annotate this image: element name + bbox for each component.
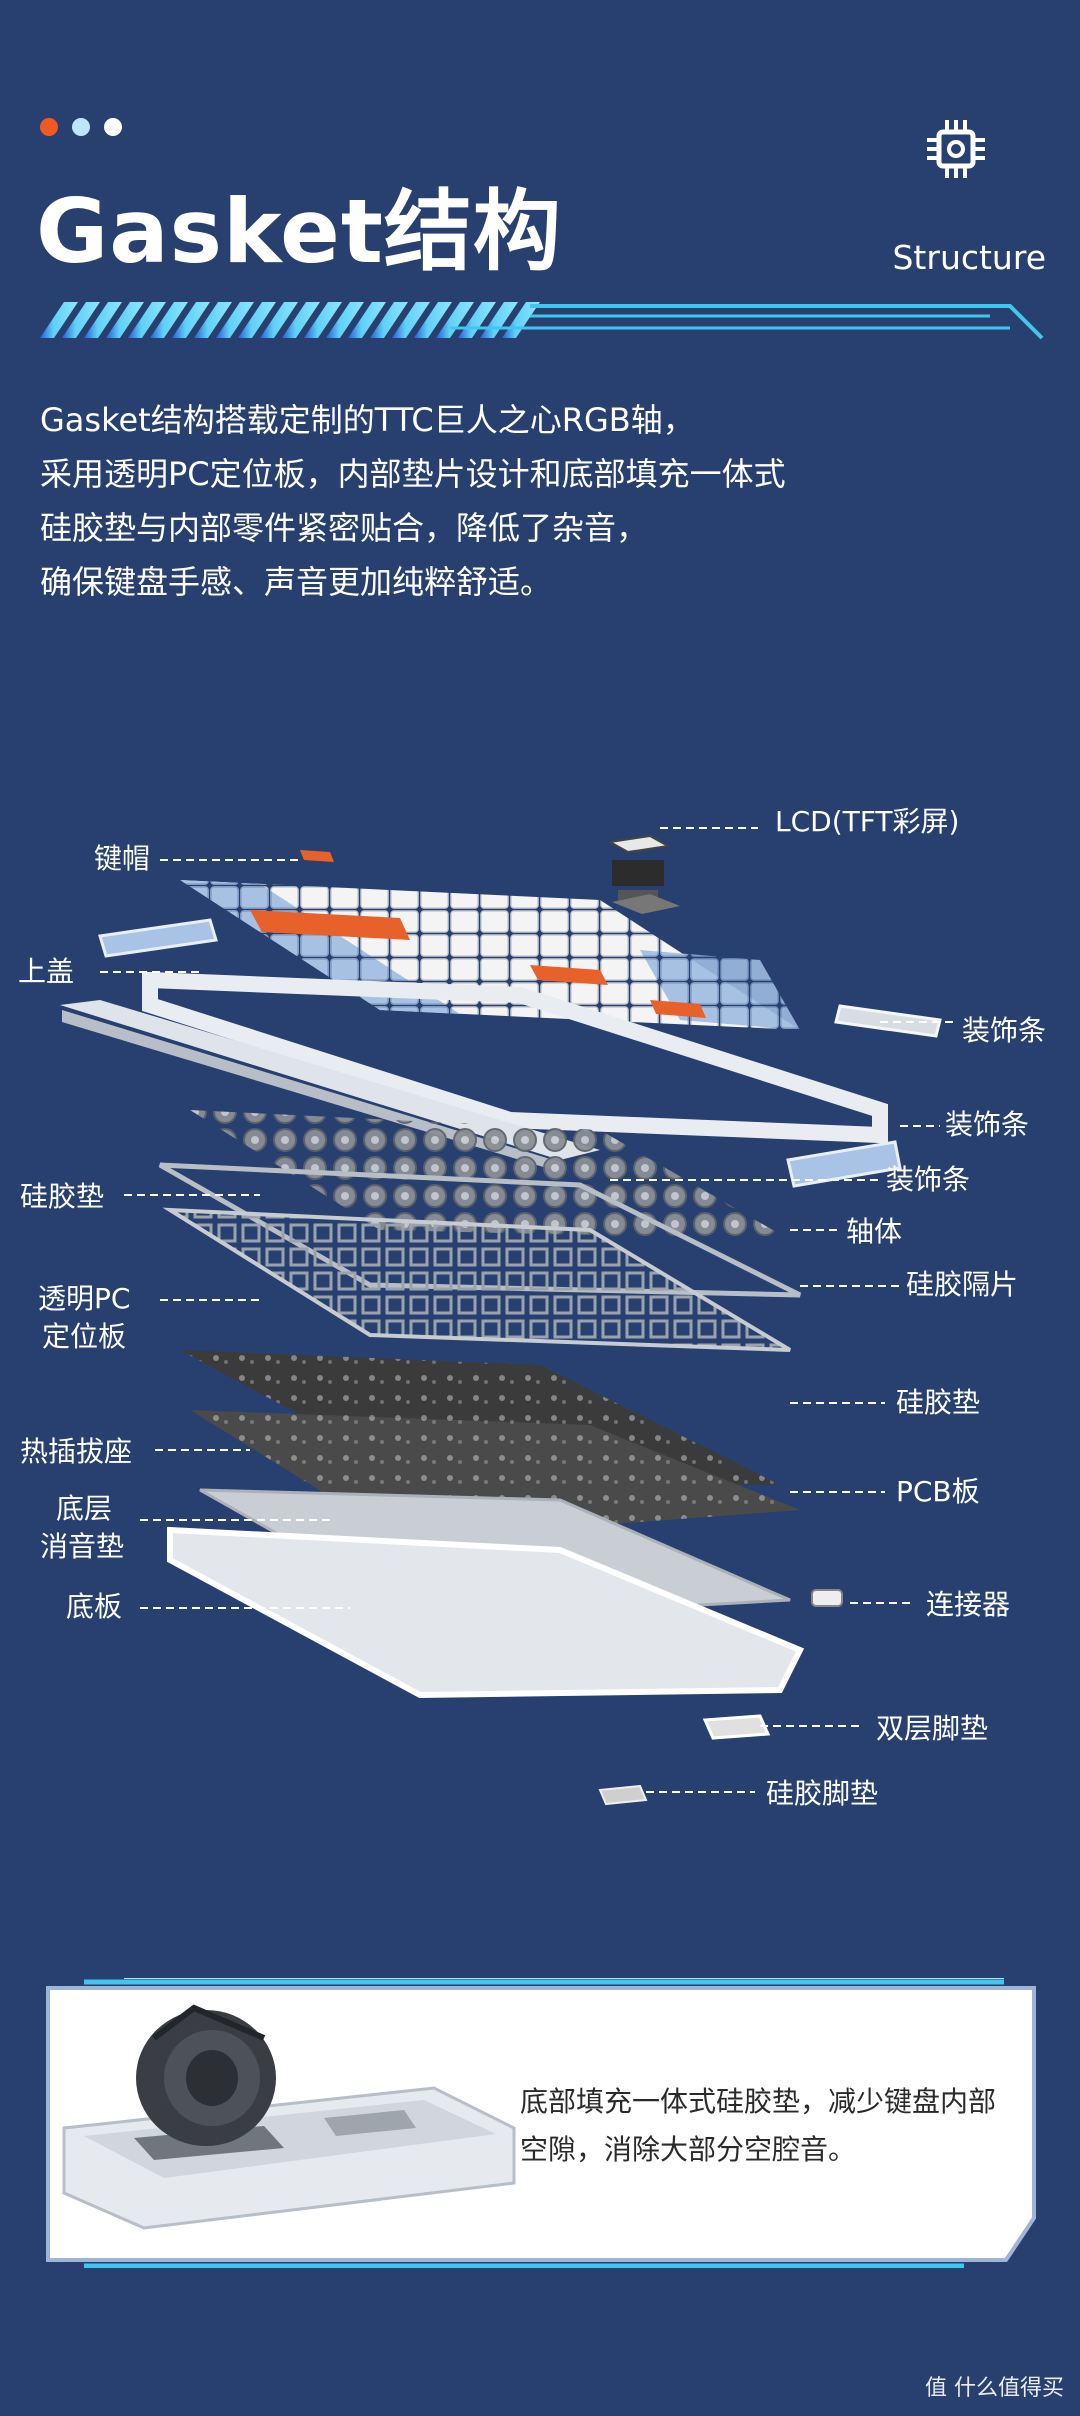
- label-silicone-spacer: 硅胶隔片: [906, 1268, 1019, 1301]
- label-bottom-foam-2: 消音垫: [40, 1530, 125, 1563]
- watermark: 值 什么值得买: [925, 2376, 1064, 2401]
- label-bottom-foam-1: 底层: [56, 1492, 113, 1525]
- label-lcd: LCD(TFT彩屏): [775, 805, 960, 838]
- feature-panel-text: 底部填充一体式硅胶垫，减少键盘内部 空隙，消除大部分空腔音。: [520, 2078, 996, 2174]
- decor-stripe: [326, 302, 364, 338]
- double-feet-part: [702, 1714, 771, 1740]
- decor-stripe: [62, 302, 100, 338]
- decor-stripe: [216, 302, 254, 338]
- label-silicone-pad-2: 硅胶垫: [896, 1386, 981, 1419]
- decor-stripe: [194, 302, 232, 338]
- rolled-foam-icon: [136, 2004, 276, 2146]
- label-keycap: 键帽: [94, 842, 151, 875]
- label-base: 底板: [66, 1590, 123, 1623]
- feature-panel: [46, 1978, 1036, 2268]
- lcd-module: [606, 834, 680, 914]
- label-pc-plate-2: 定位板: [42, 1320, 127, 1353]
- exploded-keyboard-diagram: [60, 827, 955, 1806]
- label-pcb: PCB板: [896, 1475, 980, 1508]
- dot-lightblue: [72, 118, 90, 136]
- keycaps-layer: [180, 850, 800, 1030]
- decor-stripe: [84, 302, 122, 338]
- decor-stripe: [106, 302, 144, 338]
- decor-stripe: [128, 302, 166, 338]
- decor-stripe: [392, 302, 430, 338]
- intro-text: Gasket结构搭载定制的TTC巨人之心RGB轴， 采用透明PC定位板，内部垫片…: [40, 393, 786, 609]
- switch-layer: [190, 1110, 790, 1240]
- decor-stripe: [282, 302, 320, 338]
- decor-stripe: [370, 302, 408, 338]
- decor-stripe: [260, 302, 298, 338]
- decor-stripe: [172, 302, 210, 338]
- page-title: Gasket结构: [36, 180, 562, 283]
- decor-dots: [40, 118, 122, 136]
- decor-stripe: [150, 302, 188, 338]
- label-silicone-pad-1: 硅胶垫: [20, 1180, 105, 1213]
- decor-stripe-bar: [40, 302, 1044, 340]
- base-plate: [167, 1526, 805, 1699]
- label-hotswap: 热插拔座: [20, 1435, 133, 1468]
- silicone-feet-part: [598, 1784, 648, 1806]
- intro-line: 采用透明PC定位板，内部垫片设计和底部填充一体式: [40, 455, 786, 493]
- chip-icon: [927, 120, 985, 178]
- panel-line: 底部填充一体式硅胶垫，减少键盘内部: [520, 2085, 997, 2118]
- decor-stripe: [414, 302, 452, 338]
- label-trim-2: 装饰条: [945, 1108, 1030, 1141]
- decor-stripe: [304, 302, 342, 338]
- intro-line: 确保键盘手感、声音更加纯粹舒适。: [40, 563, 553, 601]
- decor-stripe: [238, 302, 276, 338]
- decor-stripe: [348, 302, 386, 338]
- decor-stripe: [40, 302, 78, 338]
- trim-left: [98, 918, 218, 958]
- dot-white: [104, 118, 122, 136]
- intro-line: Gasket结构搭载定制的TTC巨人之心RGB轴，: [40, 401, 695, 439]
- dot-orange: [40, 118, 58, 136]
- label-trim-3: 装饰条: [886, 1163, 971, 1196]
- pc-plate-layer: [162, 1207, 792, 1352]
- page-subtitle: Structure: [892, 238, 1046, 277]
- panel-line: 空隙，消除大部分空腔音。: [520, 2133, 857, 2166]
- label-connector: 连接器: [926, 1588, 1011, 1621]
- label-switch: 轴体: [846, 1215, 903, 1248]
- label-trim-1: 装饰条: [962, 1014, 1047, 1047]
- connector-part: [811, 1589, 843, 1607]
- label-top-cover: 上盖: [18, 955, 75, 988]
- trim-right-blue: [786, 1140, 902, 1188]
- decor-stripe: [436, 302, 474, 338]
- label-silicone-feet: 硅胶脚垫: [766, 1777, 879, 1810]
- label-double-feet: 双层脚垫: [876, 1712, 989, 1745]
- intro-line: 硅胶垫与内部零件紧密贴合，降低了杂音，: [40, 509, 649, 547]
- label-pc-plate-1: 透明PC: [38, 1282, 131, 1315]
